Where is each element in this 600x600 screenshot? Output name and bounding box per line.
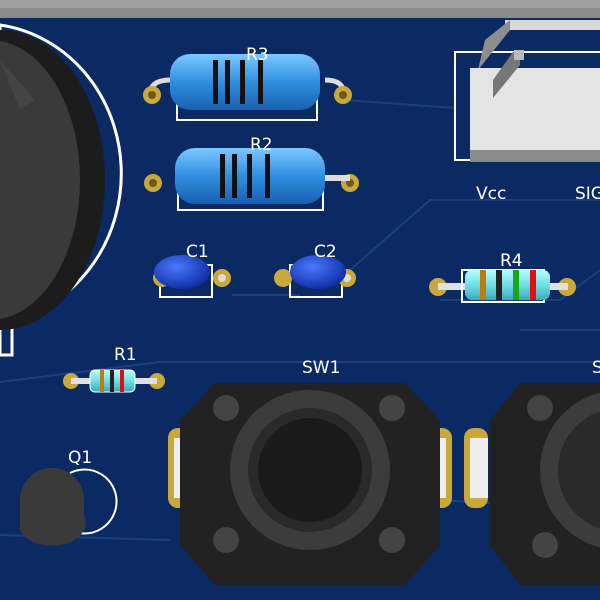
label-c1: C1	[186, 242, 209, 262]
label-sig: SIG	[575, 184, 600, 204]
switch-sw1[interactable]	[168, 383, 452, 585]
switch-sw2[interactable]	[464, 383, 600, 585]
capacitor-c2	[274, 255, 356, 298]
resistor-r2	[144, 148, 359, 211]
label-r2: R2	[250, 135, 273, 155]
resistor-r4	[429, 269, 576, 303]
transistor-q1	[20, 468, 118, 546]
resistor-r3	[143, 54, 352, 121]
capacitor-c1	[153, 255, 231, 298]
resistor-r1	[63, 369, 165, 393]
buzzer	[0, 23, 123, 357]
label-c2: C2	[314, 242, 337, 262]
label-sw1: SW1	[302, 358, 340, 378]
label-sw2: S	[592, 358, 600, 378]
label-r3: R3	[246, 45, 269, 65]
label-r1: R1	[114, 345, 137, 365]
label-r4: R4	[500, 251, 523, 271]
label-vcc: Vcc	[476, 184, 506, 204]
connector-header	[454, 20, 600, 162]
label-q1: Q1	[68, 448, 92, 468]
